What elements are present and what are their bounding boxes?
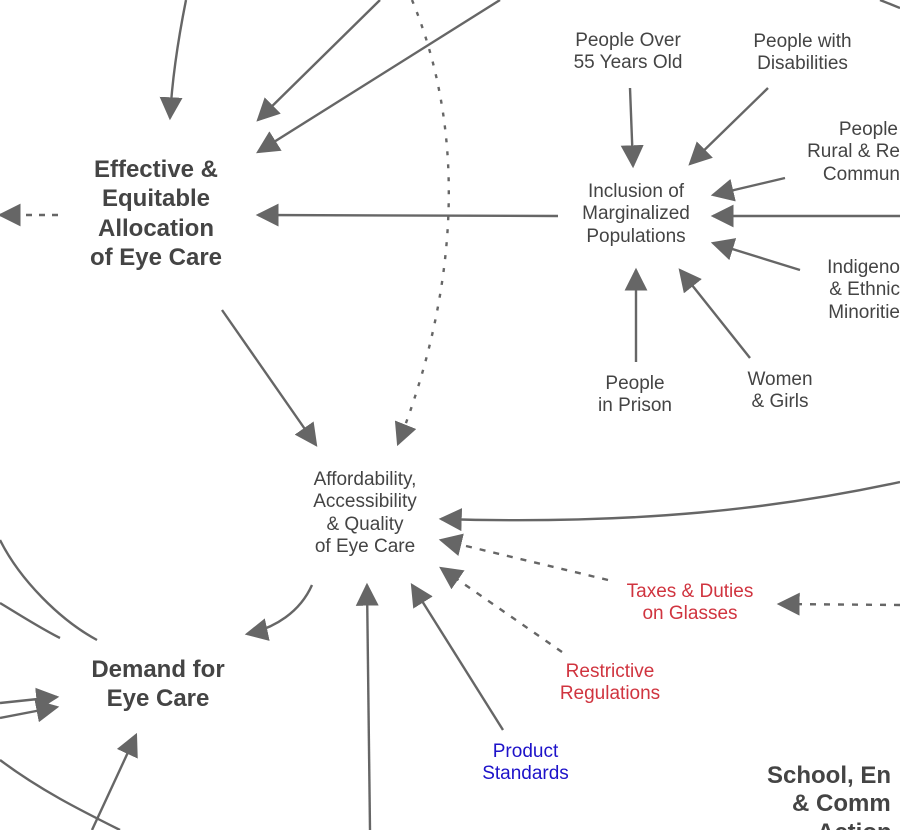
node-standards-line-1: Product bbox=[492, 741, 559, 762]
node-demand: Demand for Eye Care bbox=[68, 655, 248, 714]
node-rural: People Rural & Re Commun bbox=[770, 119, 900, 186]
edge-left-curve-1 bbox=[0, 539, 98, 642]
edge-over55-to-inclusion bbox=[620, 87, 644, 169]
edge-inclusion-to-allocation bbox=[255, 203, 559, 227]
edge-top-to-allocation-3 bbox=[256, 0, 501, 154]
node-inclusion-line-1: Inclusion of bbox=[587, 181, 685, 202]
edge-disabilities-to-inclusion bbox=[688, 87, 769, 166]
node-indigenous-line-2: & Ethnic bbox=[829, 279, 900, 301]
edge-top-dotted-to-affordability bbox=[394, 0, 450, 447]
edge-left-curve-2 bbox=[0, 601, 61, 640]
node-over55: People Over 55 Years Old bbox=[552, 30, 704, 75]
edge-right-to-taxes bbox=[776, 592, 900, 616]
node-inclusion-line-3: Populations bbox=[586, 225, 686, 247]
edge-bottom-to-affordability bbox=[355, 582, 379, 830]
node-disabilities: People with Disabilities bbox=[730, 31, 875, 76]
node-prison: People in Prison bbox=[575, 373, 695, 418]
node-inclusion: Inclusion of Marginalized Populations bbox=[560, 181, 712, 248]
node-taxes-line-2: on Glasses bbox=[642, 603, 738, 625]
node-affordability-line-3: & Quality bbox=[326, 513, 404, 535]
node-school-line-2: & Comm bbox=[792, 790, 891, 818]
node-demand-line-2: Eye Care bbox=[106, 685, 210, 713]
node-rural-line-3: Commun bbox=[822, 163, 900, 185]
node-rural-line-2: Rural & Re bbox=[807, 141, 900, 163]
node-prison-line-2: in Prison bbox=[598, 395, 672, 417]
edge-left-to-demand-2 bbox=[0, 699, 60, 723]
edge-women-to-inclusion bbox=[678, 268, 751, 359]
node-over55-line-1: People Over bbox=[575, 30, 681, 51]
node-women-line-2: & Girls bbox=[751, 391, 809, 413]
node-affordability-line-1: Affordability, bbox=[313, 469, 417, 490]
edge-left-to-demand-1 bbox=[0, 687, 60, 711]
node-affordability: Affordability, Accessibility & Quality o… bbox=[290, 469, 440, 559]
node-regulations: Restrictive Regulations bbox=[540, 661, 680, 706]
node-indigenous-line-1: Indigeno bbox=[827, 257, 900, 278]
edge-rural-to-inclusion bbox=[710, 176, 786, 202]
node-standards-line-2: Standards bbox=[482, 763, 569, 785]
node-inclusion-line-2: Marginalized bbox=[582, 203, 690, 225]
node-allocation-line-4: of Eye Care bbox=[89, 243, 223, 271]
node-regulations-line-2: Regulations bbox=[559, 683, 661, 705]
node-school-line-3: Action bbox=[762, 819, 900, 830]
node-taxes-line-1: Taxes & Duties bbox=[626, 581, 754, 602]
edge-bottom-to-demand bbox=[90, 732, 138, 830]
edge-regulations-to-affordability bbox=[439, 566, 563, 653]
edge-right-curve-to-affordability bbox=[438, 480, 900, 532]
node-school: School, En & Comm Action bbox=[762, 762, 900, 830]
node-rural-line-1: People bbox=[838, 119, 898, 140]
node-demand-line-1: Demand for bbox=[91, 656, 225, 683]
node-over55-line-2: 55 Years Old bbox=[573, 52, 683, 74]
node-disabilities-line-2: Disabilities bbox=[757, 53, 848, 75]
edge-taxes-to-affordability bbox=[438, 533, 609, 582]
node-indigenous: Indigeno & Ethnic Minoritie bbox=[795, 257, 900, 324]
node-disabilities-line-1: People with bbox=[753, 31, 852, 52]
edge-top-to-allocation-1 bbox=[159, 0, 188, 121]
node-affordability-line-4: of Eye Care bbox=[314, 536, 416, 558]
node-prison-line-1: People bbox=[605, 373, 665, 394]
node-allocation-line-2: Equitable bbox=[101, 185, 210, 213]
edge-allocation-to-affordability bbox=[221, 309, 318, 447]
edge-indigenous-to-inclusion bbox=[710, 238, 801, 272]
node-regulations-line-1: Restrictive bbox=[565, 661, 655, 682]
edge-affordability-to-demand bbox=[244, 584, 314, 641]
edge-standards-to-affordability bbox=[410, 583, 505, 731]
node-allocation-line-1: Effective & bbox=[93, 156, 219, 183]
node-indigenous-line-3: Minoritie bbox=[828, 301, 900, 323]
edge-bottom-left-curve bbox=[0, 759, 121, 830]
node-allocation: Effective & Equitable Allocation of Eye … bbox=[66, 155, 246, 272]
node-women-line-1: Women bbox=[747, 369, 813, 390]
edge-top-right bbox=[879, 0, 900, 10]
node-allocation-line-3: Allocation bbox=[97, 214, 214, 242]
edge-top-to-allocation-2 bbox=[256, 0, 381, 122]
node-affordability-line-2: Accessibility bbox=[313, 491, 417, 513]
node-standards: Product Standards bbox=[463, 741, 588, 786]
node-school-line-1: School, En bbox=[767, 762, 892, 789]
node-taxes: Taxes & Duties on Glasses bbox=[605, 581, 775, 626]
node-women: Women & Girls bbox=[730, 369, 830, 414]
